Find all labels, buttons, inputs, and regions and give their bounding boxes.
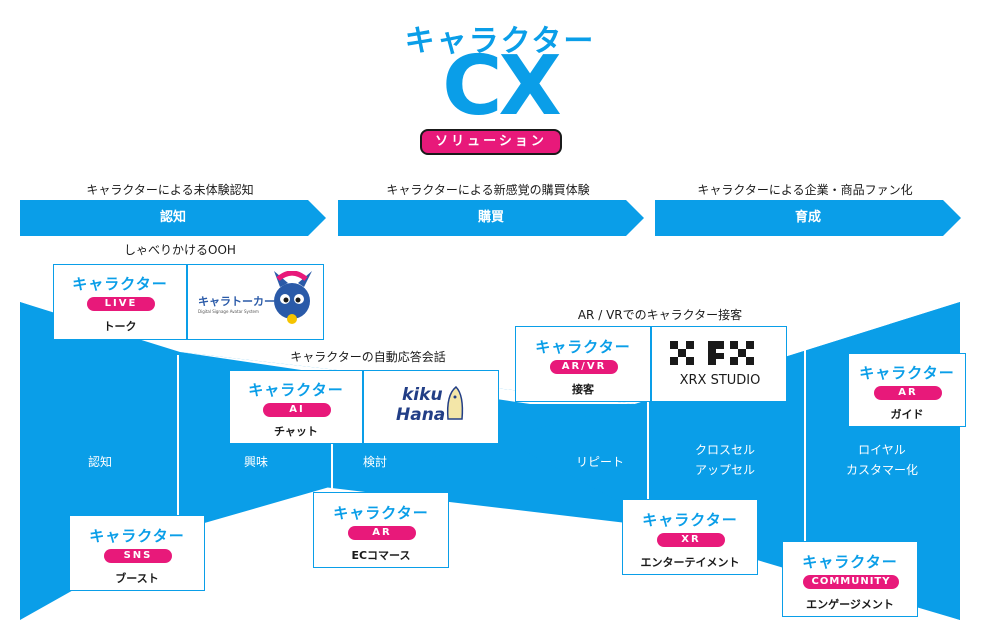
caption-ai: キャラクターの自動応答会話: [290, 350, 446, 364]
caption-ooh: しゃべりかけるOOH: [124, 243, 236, 257]
card-community-title: キャラクター: [802, 553, 898, 571]
card-ai-sub: チャット: [274, 425, 318, 438]
charatalker-name: キャラトーカー: [198, 295, 275, 308]
card-live-sub: トーク: [103, 320, 137, 333]
card-ar-guide-sub: ガイド: [890, 408, 924, 421]
caption-ar-vr: AR / VRでのキャラクター接客: [577, 308, 743, 322]
funnel-label-crosssell: クロスセル アップセル: [670, 440, 780, 480]
card-live-pill: LIVE: [87, 297, 155, 311]
stage-arrow-nurture: 育成: [655, 200, 961, 236]
charatalker-tagline: Digital Signage Avatar System: [198, 309, 259, 314]
stage-arrow-awareness: 認知: [20, 200, 326, 236]
xrx-name: XRX STUDIO: [679, 373, 761, 388]
stage-caption-purchase: キャラクターによる新感覚の購買体験: [386, 183, 590, 197]
card-live-talk: キャラクター LIVE トーク: [53, 264, 187, 340]
card-arvr-title: キャラクター: [535, 338, 631, 356]
stage-caption-nurture: キャラクターによる企業・商品ファン化: [697, 183, 913, 197]
kikuhana-bird-icon: [446, 385, 464, 420]
card-xr-pill: XR: [657, 533, 725, 547]
card-xr-title: キャラクター: [642, 511, 738, 529]
card-ai-chat: キャラクター AI チャット: [229, 370, 363, 444]
logo-title: キャラクター: [404, 24, 596, 59]
card-sns-boost: キャラクター SNS ブースト: [69, 515, 205, 591]
kikuhana-line1: kiku: [402, 385, 443, 405]
card-sns-pill: SNS: [104, 549, 172, 563]
crosssell-line2: アップセル: [694, 463, 755, 477]
funnel-label-consideration: 検討: [362, 455, 387, 469]
charatalker-mascot: [274, 271, 312, 324]
kikuhana-line2: Hana: [396, 405, 446, 425]
card-community-sub: エンゲージメント: [806, 598, 894, 611]
logo-badge: ソリューション: [420, 129, 562, 155]
card-ar-guide-pill: AR: [874, 386, 942, 400]
card-community-pill: COMMUNITY: [803, 575, 899, 589]
funnel-label-awareness: 認知: [87, 455, 112, 469]
partner-xrx: XRX STUDIO: [651, 326, 787, 402]
loyal-line1: ロイヤル: [858, 443, 906, 457]
card-ar-ec-pill: AR: [348, 526, 416, 540]
card-ar-ec-title: キャラクター: [333, 504, 429, 522]
crosssell-line1: クロスセル: [694, 443, 755, 457]
card-arvr-pill: AR/VR: [550, 360, 618, 374]
funnel-label-repeat: リピート: [575, 455, 624, 469]
card-ai-pill: AI: [263, 403, 331, 417]
partner-charatalker: キャラトーカー Digital Signage Avatar System: [187, 264, 324, 340]
funnel-label-loyal: ロイヤル カスタマー化: [822, 440, 942, 480]
card-ar-ec-sub: ECコマース: [351, 549, 411, 562]
stage-arrow-purchase: 購買: [338, 200, 644, 236]
card-ar-guide: キャラクター AR ガイド: [848, 353, 966, 427]
card-arvr-sub: 接客: [572, 383, 594, 396]
card-sns-title: キャラクター: [89, 527, 185, 545]
xrx-logo-icon: [670, 341, 754, 365]
card-community-engagement: キャラクター COMMUNITY エンゲージメント: [782, 541, 918, 617]
funnel-label-interest: 興味: [243, 455, 268, 469]
partner-kikuhana: kiku Hana: [363, 370, 499, 444]
logo-cx: CX: [442, 39, 561, 134]
stage-caption-awareness: キャラクターによる未体験認知: [86, 183, 254, 197]
loyal-line2: カスタマー化: [845, 463, 918, 477]
card-xr-entertainment: キャラクター XR エンターテイメント: [622, 499, 758, 575]
card-xr-sub: エンターテイメント: [640, 556, 740, 569]
card-ai-title: キャラクター: [248, 381, 344, 399]
card-sns-sub: ブースト: [115, 572, 159, 585]
card-ar-ec: キャラクター AR ECコマース: [313, 492, 449, 568]
card-live-title: キャラクター: [72, 275, 168, 293]
card-arvr-service: キャラクター AR/VR 接客: [515, 326, 651, 402]
card-ar-guide-title: キャラクター: [859, 364, 955, 382]
